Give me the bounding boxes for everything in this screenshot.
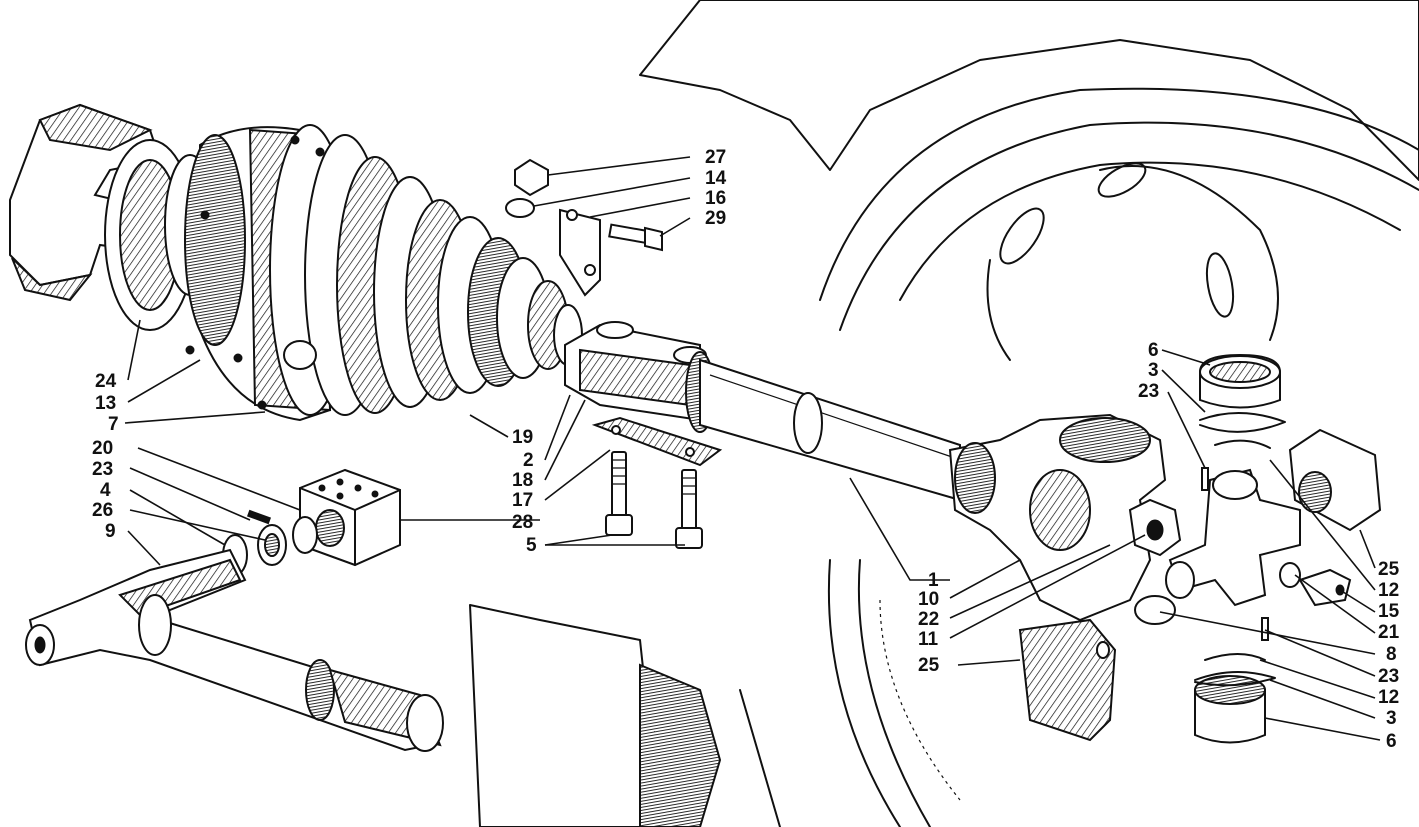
bolt-29: [608, 223, 663, 252]
callout-25-right: 25: [1378, 559, 1400, 580]
callout-27: 27: [705, 147, 726, 168]
drive-tube-1: [699, 358, 961, 502]
pin-23: [246, 509, 272, 525]
central-shaft-assembly: [564, 321, 961, 549]
callout-15: 15: [1378, 601, 1400, 622]
yoke-housing-assembly: [9, 103, 583, 422]
trunnion-block: [299, 468, 401, 567]
wheel-background: [469, 0, 1419, 827]
callout-23-left: 23: [92, 459, 113, 480]
bolts-5: [605, 451, 703, 549]
callout-26: 26: [92, 500, 113, 521]
callout-7: 7: [108, 414, 119, 435]
circlip-3-upper: [1199, 412, 1286, 433]
callout-17: 17: [512, 490, 533, 511]
callout-labels: 27 14 16 29 24 13 7 20 23 4 26 9 19 2 18…: [92, 147, 1400, 752]
callout-4: 4: [100, 480, 111, 501]
circlip-3-lower: [1194, 671, 1276, 687]
callout-3-lower: 3: [1386, 708, 1397, 729]
pin-23-lower: [1261, 617, 1269, 641]
bearing-cap-25-lower: [1018, 618, 1117, 742]
flange-bolt-holes: [185, 135, 325, 410]
callout-11: 11: [918, 629, 939, 650]
boot-plug: [283, 340, 317, 370]
callout-9: 9: [105, 521, 116, 542]
callout-3-upper: 3: [1148, 360, 1159, 381]
callout-12-right-lower: 12: [1378, 687, 1399, 708]
pin-23-upper: [1201, 467, 1209, 491]
callout-8: 8: [1386, 644, 1397, 665]
circlip-12-upper: [1214, 439, 1271, 449]
callout-25-center: 25: [918, 655, 940, 676]
callout-16: 16: [705, 188, 726, 209]
bushing-20: [292, 516, 318, 554]
callout-29: 29: [705, 208, 726, 229]
lower-shaft-assembly: [25, 468, 444, 752]
bearing-cup-6-upper: [1199, 353, 1281, 409]
leader-lines: [124, 156, 1381, 741]
rubber-boot-bellows: [304, 134, 583, 416]
seal-ring-21: [1279, 562, 1301, 588]
callout-6-upper: 6: [1148, 340, 1159, 361]
callout-1: 1: [928, 570, 939, 591]
wheel-rim-outer: [819, 87, 1419, 301]
wheel-slots: [986, 162, 1279, 361]
plug-27: [514, 158, 549, 197]
callout-6-lower: 6: [1386, 731, 1397, 752]
callout-19: 19: [512, 427, 533, 448]
callout-24: 24: [95, 371, 117, 392]
callout-2: 2: [523, 450, 534, 471]
callout-10: 10: [918, 589, 939, 610]
lower-wheel-arc: [827, 559, 901, 827]
lower-tire-tread: [469, 604, 661, 827]
wheel-disc-arc: [899, 161, 1401, 301]
grease-nipple-15: [1298, 568, 1352, 607]
lock-plate-16: [559, 208, 601, 297]
callout-28: 28: [512, 512, 533, 533]
universal-joint-assembly: [948, 353, 1382, 744]
callout-23-right: 23: [1378, 666, 1399, 687]
upper-tire-tread: [639, 0, 1419, 181]
callout-13: 13: [95, 393, 116, 414]
top-small-parts: [505, 158, 663, 297]
callout-14: 14: [705, 168, 727, 189]
callout-23-upper: 23: [1138, 381, 1159, 402]
wheel-rim-inner: [839, 121, 1419, 331]
seal-ring-8: [1134, 595, 1176, 625]
callout-22: 22: [918, 609, 939, 630]
washer-14: [505, 198, 535, 218]
callout-5: 5: [526, 535, 537, 556]
callout-18: 18: [512, 470, 533, 491]
callout-12-right-upper: 12: [1378, 580, 1399, 601]
trunnion-block-holes: [318, 478, 379, 500]
callout-21: 21: [1378, 622, 1400, 643]
circlip-12-lower: [1204, 653, 1266, 661]
cross-spider: [1168, 468, 1301, 607]
callout-20: 20: [92, 438, 113, 459]
